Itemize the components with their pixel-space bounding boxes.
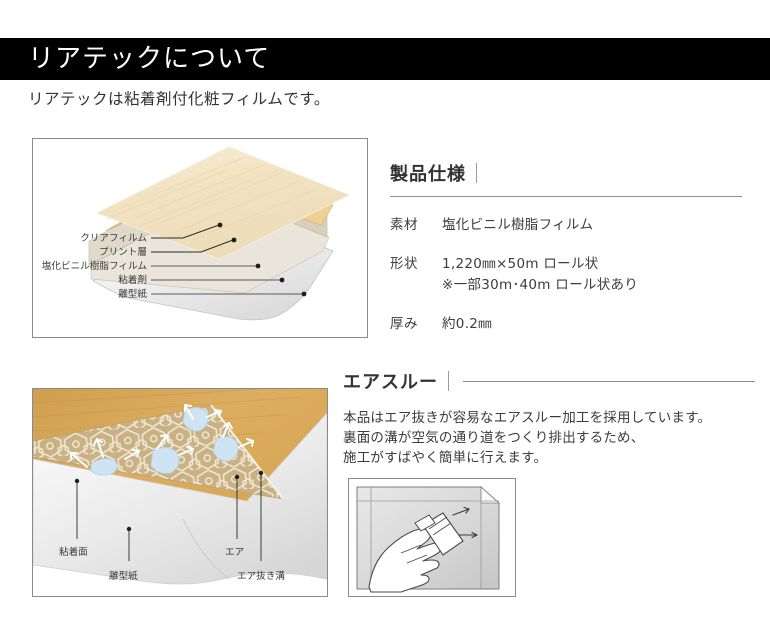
leader-lines [74, 470, 264, 561]
product-spec-divider [390, 196, 742, 197]
squeegee-tool [414, 512, 464, 556]
spec-value-shape-note: ※一部30m･40m ロール状あり [442, 277, 639, 293]
air-through-heading-text: エアスルー [343, 372, 438, 393]
air-through-svg: 粘着面 離型紙 エア エア抜き溝 [33, 389, 327, 585]
product-spec-heading-text: 製品仕様 [390, 164, 466, 185]
spec-value-material: 塩化ビニル樹脂フィルム [442, 215, 593, 236]
label-print-layer: プリント層 [99, 247, 147, 258]
clear-film-layer [95, 146, 351, 260]
air-through-body-line-2: 裏面の溝が空気の通り道をつくり排出するため、 [343, 430, 645, 446]
page-subtitle: リアテックは粘着剤付化粧フィルムです。 [28, 90, 330, 108]
spec-value-thickness-main: 約0.2㎜ [442, 316, 492, 332]
spec-row-material: 素材 塩化ビニル樹脂フィルム [390, 215, 742, 236]
label-adhesive: 粘着剤 [118, 274, 147, 286]
squeegee-application-photo [348, 478, 516, 597]
label-air: エア [225, 547, 244, 558]
air-bubble-right [212, 436, 239, 462]
heading-accent-bar-2 [448, 371, 449, 391]
label-adhesive-face: 粘着面 [59, 546, 88, 558]
spec-label-thickness: 厚み [390, 316, 418, 332]
header-band [0, 38, 770, 80]
spec-value-shape-main: 1,220㎜×50m ロール状 [442, 256, 599, 272]
air-bubble-center [150, 447, 180, 474]
label-release-paper-2: 離型紙 [109, 570, 138, 582]
air-through-body-line-3: 施工がすばやく簡単に行えます。 [343, 450, 548, 466]
page-title: リアテックについて [28, 44, 271, 74]
motion-arrows [452, 506, 478, 539]
spec-value-shape: 1,220㎜×50m ロール状 ※一部30m･40m ロール状あり [442, 254, 638, 296]
spec-value-thickness: 約0.2㎜ [442, 314, 492, 335]
label-air-groove: エア抜き溝 [237, 570, 285, 582]
air-flow-arrows [70, 404, 254, 468]
spec-row-shape: 形状 1,220㎜×50m ロール状 ※一部30m･40m ロール状あり [390, 254, 742, 296]
product-spec-list: 素材 塩化ビニル樹脂フィルム 形状 1,220㎜×50m ロール状 ※一部30m… [390, 215, 742, 335]
label-vinyl-film: 塩化ビニル樹脂フィルム [42, 260, 147, 272]
leader-lines [151, 222, 307, 297]
air-through-divider [463, 380, 755, 382]
air-through-body: 本品はエア抜きが容易なエアスルー加工を採用しています。 裏面の溝が空気の通り道を… [343, 408, 755, 468]
air-through-heading: エアスルー [343, 368, 755, 394]
layer-structure-svg: クリアフィルム プリント層 塩化ビニル樹脂フィルム 粘着剤 離型紙 [42, 146, 351, 321]
air-through-section: エアスルー 本品はエア抜きが容易なエアスルー加工を採用しています。 裏面の溝が空… [343, 368, 755, 468]
air-through-body-line-1: 本品はエア抜きが容易なエアスルー加工を採用しています。 [343, 410, 712, 426]
spec-label-material: 素材 [390, 217, 418, 233]
spec-value-material-main: 塩化ビニル樹脂フィルム [442, 217, 594, 233]
air-through-diagram: 粘着面 離型紙 エア エア抜き溝 [32, 388, 328, 597]
product-spec-section: 製品仕様 素材 塩化ビニル樹脂フィルム 形状 1,220㎜×50m ロール状 ※… [390, 160, 742, 353]
product-spec-heading: 製品仕様 [390, 160, 742, 186]
spec-row-thickness: 厚み 約0.2㎜ [390, 314, 742, 335]
label-clear-film: クリアフィルム [80, 233, 147, 244]
spec-label-shape: 形状 [390, 256, 418, 272]
application-svg [349, 479, 515, 596]
release-paper-sheet [33, 412, 327, 585]
air-bubble-left [90, 458, 118, 476]
layer-structure-diagram: クリアフィルム プリント層 塩化ビニル樹脂フィルム 粘着剤 離型紙 [32, 138, 368, 338]
label-release-paper: 離型紙 [118, 288, 147, 300]
heading-accent-bar [476, 163, 477, 183]
